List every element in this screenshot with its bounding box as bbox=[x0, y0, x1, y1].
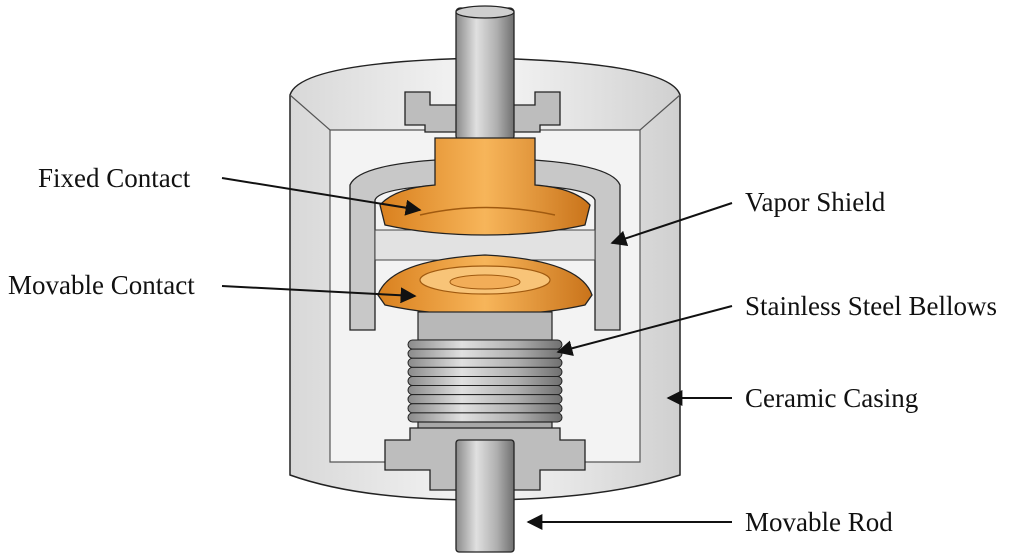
bellows-fold bbox=[407, 339, 563, 350]
movable-rod bbox=[455, 439, 515, 553]
arrow-vapor-shield bbox=[610, 202, 733, 247]
label-stainless-steel-bellows: Stainless Steel Bellows bbox=[745, 291, 997, 321]
bellows-fold bbox=[407, 403, 563, 414]
bellows-fold bbox=[407, 385, 563, 396]
leader-arrows bbox=[221, 177, 733, 530]
vapor-shield bbox=[349, 157, 621, 331]
label-movable-rod: Movable Rod bbox=[745, 507, 893, 537]
arrow-fixed-contact bbox=[221, 177, 422, 216]
label-fixed-contact: Fixed Contact bbox=[38, 163, 191, 193]
stainless-steel-bellows bbox=[407, 311, 563, 443]
arrow-bellows bbox=[556, 305, 733, 357]
bellows-fold bbox=[407, 348, 563, 359]
fixed-contact bbox=[379, 137, 591, 236]
label-vapor-shield: Vapor Shield bbox=[745, 187, 886, 217]
movable-contact bbox=[377, 254, 593, 316]
bellows-fold bbox=[407, 412, 563, 423]
label-ceramic-casing: Ceramic Casing bbox=[745, 383, 919, 413]
arrow-movable-contact bbox=[221, 285, 417, 304]
bellows-fold bbox=[407, 357, 563, 368]
label-movable-contact: Movable Contact bbox=[8, 270, 195, 300]
bellows-fold bbox=[407, 375, 563, 387]
fixed-rod bbox=[455, 5, 515, 141]
bellows-fold bbox=[407, 394, 563, 405]
bellows-fold bbox=[407, 366, 563, 377]
